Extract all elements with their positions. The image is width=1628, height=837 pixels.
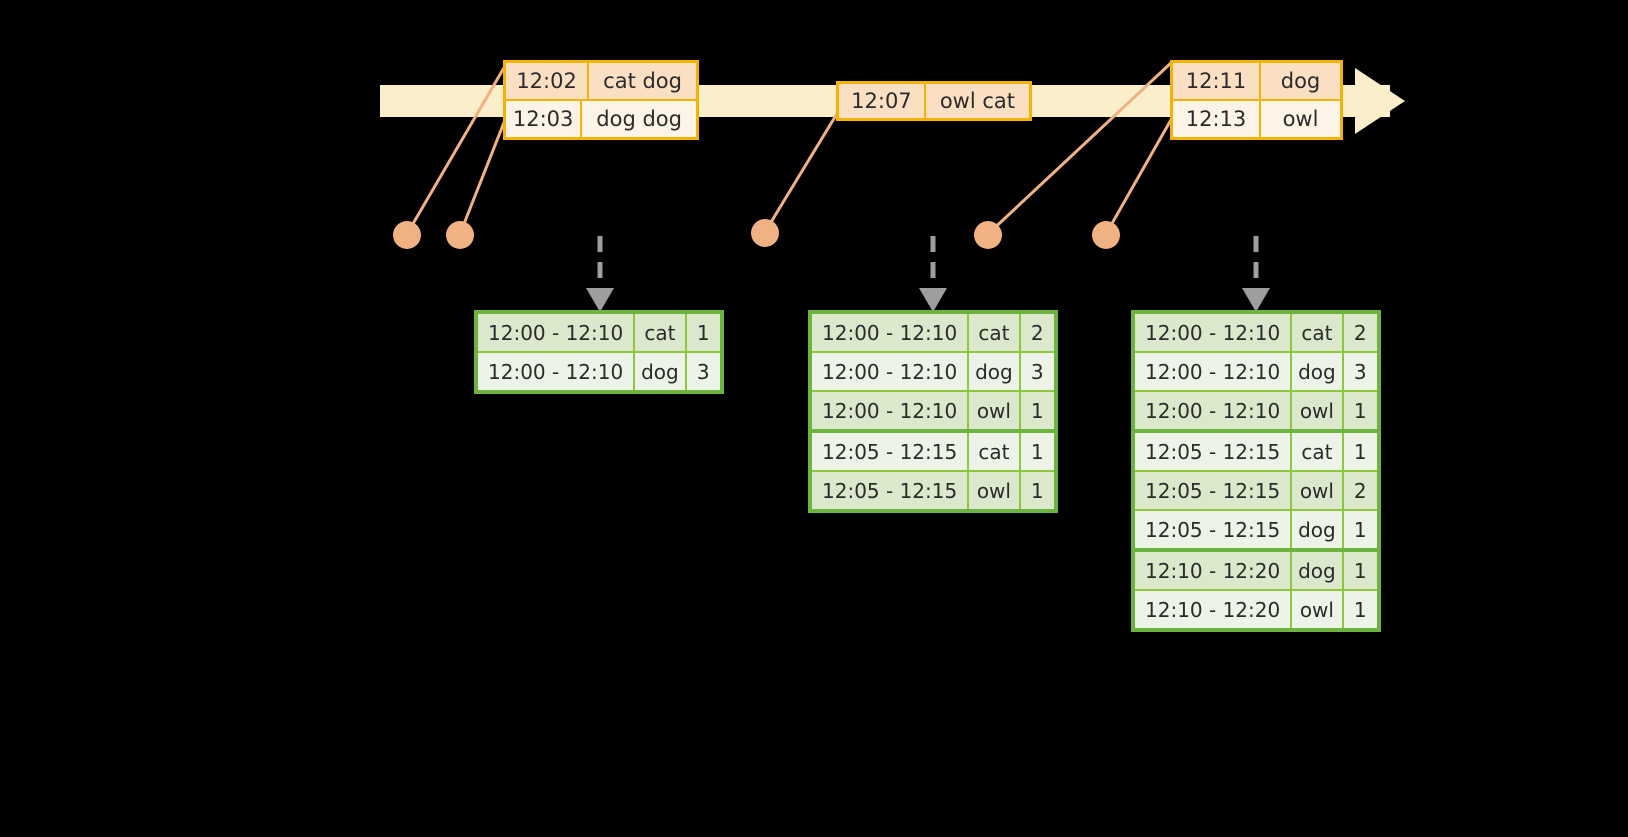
event-dot-1 [393, 221, 421, 249]
window-cell: 12:10 - 12:20 [1135, 552, 1293, 589]
window-cell: 12:05 - 12:15 [1135, 511, 1293, 548]
trigger-arrow-2 [919, 236, 947, 312]
event-dot-3 [751, 219, 779, 247]
count-cell: 1 [696, 320, 710, 345]
event-row[interactable]: 12:13 owl [1173, 99, 1340, 137]
count-cell: 1 [1030, 478, 1044, 503]
count-cell: 3 [696, 359, 710, 384]
table-row[interactable]: 12:10 - 12:20 dog 1 [1135, 548, 1377, 589]
word-cell: cat [969, 314, 1021, 351]
table-row[interactable]: 12:05 - 12:15 owl 2 [1135, 470, 1377, 509]
event-dot-2 [446, 221, 474, 249]
result-table-2[interactable]: 12:00 - 12:10 cat 2 12:00 - 12:10 dog 3 … [808, 310, 1058, 513]
table-row[interactable]: 12:00 - 12:10 dog 3 [478, 351, 720, 390]
event-row[interactable]: 12:02 cat dog [506, 63, 696, 99]
count-cell: 2 [1353, 320, 1367, 345]
word-cell: cat [1292, 433, 1344, 470]
window-cell: 12:05 - 12:15 [812, 433, 970, 470]
table-row[interactable]: 12:00 - 12:10 cat 2 [1135, 314, 1377, 351]
window-cell: 12:00 - 12:10 [812, 392, 970, 429]
word-cell: dog [1292, 552, 1344, 589]
table-row[interactable]: 12:10 - 12:20 owl 1 [1135, 589, 1377, 628]
table-row[interactable]: 12:00 - 12:10 cat 1 [478, 314, 720, 351]
count-cell: 3 [1353, 359, 1367, 384]
trigger-arrow-3 [1242, 236, 1270, 312]
count-cell: 1 [1030, 439, 1044, 464]
count-cell: 1 [1353, 558, 1367, 583]
word-cell: dog [1292, 511, 1344, 548]
word-cell: owl [1292, 472, 1344, 509]
window-cell: 12:00 - 12:10 [812, 314, 970, 351]
window-cell: 12:00 - 12:10 [478, 314, 636, 351]
table-row[interactable]: 12:00 - 12:10 owl 1 [812, 390, 1054, 429]
event-words: owl [1282, 107, 1319, 131]
event-dot-5 [1092, 221, 1120, 249]
word-cell: dog [635, 353, 687, 390]
table-row[interactable]: 12:05 - 12:15 cat 1 [1135, 429, 1377, 470]
word-cell: owl [1292, 591, 1344, 628]
event-group-1[interactable]: 12:02 cat dog 12:03 dog dog [503, 60, 699, 140]
event-time: 12:13 [1173, 101, 1261, 137]
table-row[interactable]: 12:00 - 12:10 dog 3 [812, 351, 1054, 390]
window-cell: 12:00 - 12:10 [1135, 392, 1293, 429]
event-time: 12:07 [839, 84, 926, 118]
event-row[interactable]: 12:03 dog dog [506, 99, 696, 137]
word-cell: dog [969, 353, 1021, 390]
event-time: 12:02 [506, 63, 590, 99]
count-cell: 1 [1030, 398, 1044, 423]
window-cell: 12:00 - 12:10 [1135, 353, 1293, 390]
word-cell: owl [1292, 392, 1344, 429]
word-cell: cat [635, 314, 687, 351]
event-words: cat dog [603, 69, 682, 93]
count-cell: 2 [1030, 320, 1044, 345]
table-row[interactable]: 12:00 - 12:10 owl 1 [1135, 390, 1377, 429]
event-words: owl cat [939, 89, 1015, 113]
window-cell: 12:00 - 12:10 [478, 353, 636, 390]
event-words: dog [1280, 69, 1321, 93]
window-cell: 12:00 - 12:10 [812, 353, 970, 390]
table-row[interactable]: 12:05 - 12:15 cat 1 [812, 429, 1054, 470]
event-time: 12:03 [506, 101, 583, 137]
event-group-3[interactable]: 12:11 dog 12:13 owl [1170, 60, 1343, 140]
count-cell: 2 [1353, 478, 1367, 503]
window-cell: 12:05 - 12:15 [812, 472, 970, 509]
trigger-arrow-1 [586, 236, 614, 312]
count-cell: 1 [1353, 398, 1367, 423]
count-cell: 3 [1030, 359, 1044, 384]
event-dot-4 [974, 221, 1002, 249]
count-cell: 1 [1353, 597, 1367, 622]
word-cell: owl [969, 472, 1021, 509]
trigger-arrows [586, 236, 1270, 312]
event-time: 12:11 [1173, 63, 1261, 99]
event-row[interactable]: 12:11 dog [1173, 63, 1340, 99]
table-row[interactable]: 12:05 - 12:15 dog 1 [1135, 509, 1377, 548]
count-cell: 1 [1353, 439, 1367, 464]
event-words: dog dog [596, 107, 682, 131]
window-cell: 12:05 - 12:15 [1135, 472, 1293, 509]
word-cell: cat [969, 433, 1021, 470]
event-group-2[interactable]: 12:07 owl cat [836, 81, 1032, 121]
count-cell: 1 [1353, 517, 1367, 542]
table-row[interactable]: 12:05 - 12:15 owl 1 [812, 470, 1054, 509]
result-table-3[interactable]: 12:00 - 12:10 cat 2 12:00 - 12:10 dog 3 … [1131, 310, 1381, 632]
event-row[interactable]: 12:07 owl cat [839, 84, 1029, 118]
word-cell: cat [1292, 314, 1344, 351]
result-table-1[interactable]: 12:00 - 12:10 cat 1 12:00 - 12:10 dog 3 [474, 310, 724, 394]
window-cell: 12:05 - 12:15 [1135, 433, 1293, 470]
word-cell: dog [1292, 353, 1344, 390]
table-row[interactable]: 12:00 - 12:10 cat 2 [812, 314, 1054, 351]
word-cell: owl [969, 392, 1021, 429]
window-cell: 12:10 - 12:20 [1135, 591, 1293, 628]
window-cell: 12:00 - 12:10 [1135, 314, 1293, 351]
table-row[interactable]: 12:00 - 12:10 dog 3 [1135, 351, 1377, 390]
